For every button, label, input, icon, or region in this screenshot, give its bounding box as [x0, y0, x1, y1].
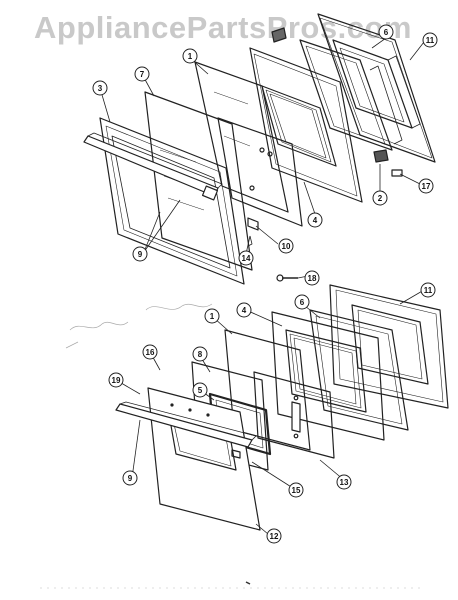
callout-4-top: 4: [313, 216, 318, 225]
part-13-bottom-plate: [253, 371, 335, 459]
callout-9-bot: 9: [128, 474, 133, 483]
callout-6-bot: 6: [300, 298, 305, 307]
callout-9-top: 9: [138, 250, 143, 259]
callout-1-bot: 1: [210, 312, 215, 321]
part-15-bracket: [231, 449, 241, 459]
part-3-top-door-frame: [99, 117, 245, 285]
callout-12: 12: [270, 532, 279, 541]
callout-13: 13: [340, 478, 349, 487]
part-11-top-door-back: [317, 13, 436, 163]
part-4-bottom-door-liner: [271, 311, 385, 441]
callout-17: 17: [422, 182, 431, 191]
part-1-bottom-glass: [224, 329, 311, 451]
callout-8: 8: [198, 350, 203, 359]
part-9-bottom-handle: [115, 401, 257, 448]
callout-1-top: 1: [188, 52, 193, 61]
callout-circles: [92, 24, 438, 544]
callout-5: 5: [198, 386, 203, 395]
callout-16: 16: [146, 348, 155, 357]
callout-11-bot: 11: [424, 286, 433, 295]
callout-4-bot: 4: [242, 306, 247, 315]
part-6-top-inner-panel: [299, 39, 403, 151]
part-18-screw: [276, 274, 298, 282]
part-2-clip: [373, 149, 389, 163]
top-hinge-clips: [271, 27, 287, 43]
callout-19: 19: [112, 376, 121, 385]
callout-11-top: 11: [426, 36, 435, 45]
part-4-top-door-liner: [249, 47, 363, 203]
faint-marks: [65, 303, 213, 349]
callout-3: 3: [98, 84, 103, 93]
part-17-screw: [391, 169, 403, 177]
part-12-bottom-door-front: [147, 387, 261, 531]
callout-10: 10: [282, 242, 291, 251]
part-11-bottom-door-back: [329, 284, 449, 409]
footer-mark: [40, 581, 420, 589]
callout-labels: 6 11 1 7 3 4 10 14 9 2 17 18 1 4 6 11 8 …: [98, 28, 435, 541]
part-9-top-handle: [83, 132, 223, 201]
callout-14: 14: [242, 254, 251, 263]
callout-18: 18: [308, 274, 317, 283]
callout-15: 15: [292, 486, 301, 495]
callout-2: 2: [378, 194, 383, 203]
callout-7: 7: [140, 70, 145, 79]
part-1-top-glass: [194, 61, 289, 213]
callout-6-top: 6: [384, 28, 389, 37]
part-6-bottom-inner-panel: [309, 309, 409, 431]
part-14-bracket: [247, 217, 259, 247]
part-10-top-insulation-plate: [217, 117, 303, 227]
